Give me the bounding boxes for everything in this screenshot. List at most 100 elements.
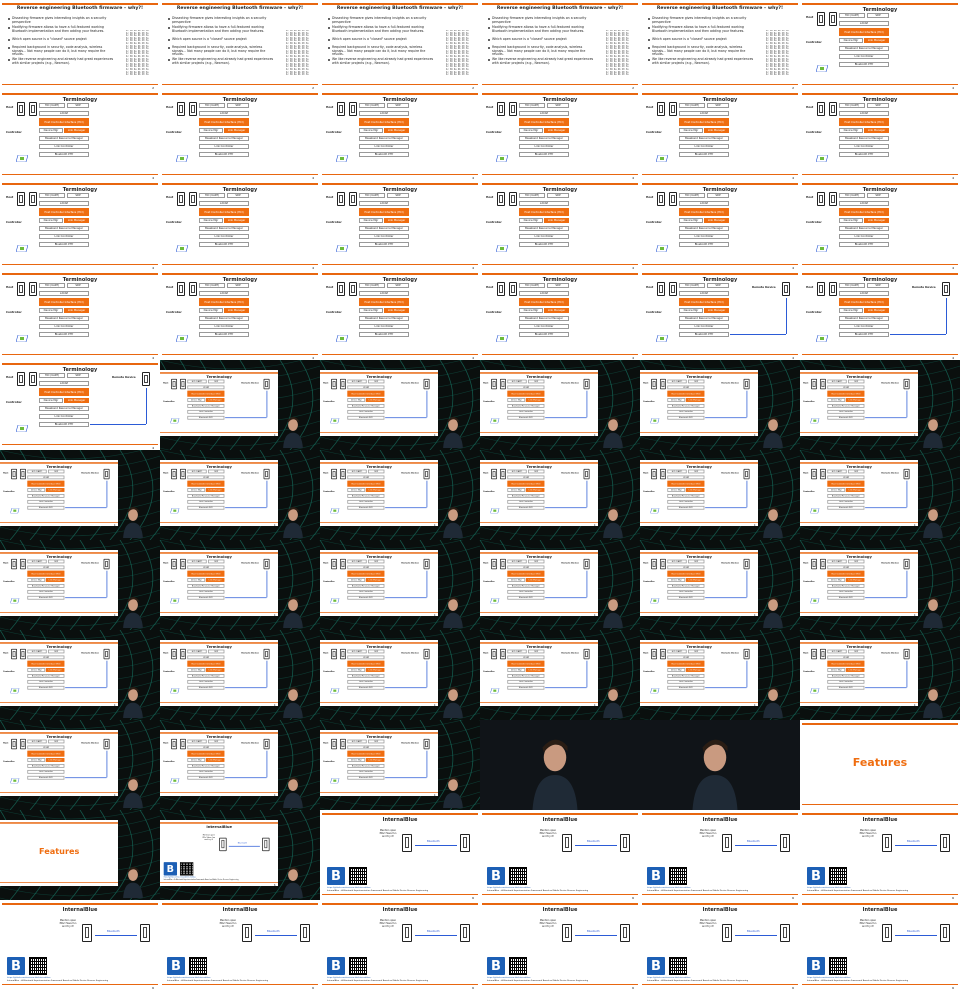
footnote-link[interactable]: https://github.com/seemoo-lab/internalbl… (487, 887, 531, 889)
stack-layer-link-mgr: Link Manager (64, 308, 89, 313)
footer-bar (320, 792, 438, 793)
host-phone-icon (819, 378, 826, 390)
footnote-link[interactable]: https://github.com/seemoo-lab/internalbl… (647, 887, 691, 889)
footnote-link[interactable]: https://github.com/seemoo-lab/internalbl… (327, 977, 371, 979)
video-frame-thumbnail[interactable]: Reverse engineering Bluetooth firmware –… (160, 0, 320, 90)
controller-chip-icon (170, 592, 180, 604)
footnote-link[interactable]: https://github.com/seemoo-lab/internalbl… (327, 887, 371, 889)
host-phone-icon (882, 924, 892, 942)
video-frame-thumbnail[interactable]: Features (0, 810, 160, 900)
stack-layer-l2cap: L2CAP (347, 475, 385, 480)
remote-device-label: Remote Device (561, 471, 579, 475)
host-label: Host (322, 741, 329, 745)
host-phone-icon (659, 648, 666, 660)
footnote-link[interactable]: https://github.com/seemoo-lab/internalbl… (647, 977, 691, 979)
stack-layer-link-ctrl: Link Controller (679, 324, 729, 329)
video-frame-thumbnail[interactable]: Reverse engineering Bluetooth firmware –… (0, 0, 160, 90)
footnote-link[interactable]: https://github.com/seemoo-lab/internalbl… (807, 887, 851, 889)
footnote-link[interactable]: https://github.com/seemoo-lab/internalbl… (7, 977, 51, 979)
stack-layer-sdp: SDP (707, 193, 729, 198)
footnote-link[interactable]: https://github.com/seemoo-lab/internalbl… (807, 977, 851, 979)
video-frame-thumbnail[interactable] (640, 720, 800, 810)
stack-layer-host-ctrl: Host Controller Interface (HCI) (827, 570, 865, 577)
video-frame-thumbnail[interactable]: Reverse engineering Bluetooth firmware –… (480, 0, 640, 90)
footnote-link[interactable]: https://github.com/seemoo-lab/internalbl… (163, 876, 196, 879)
stack-layer-baseband: Baseband Resource Manager (27, 764, 65, 768)
remote-phone-icon (780, 924, 790, 942)
stack-layer-baseband: Baseband Resource Manager (507, 494, 545, 498)
video-frame-thumbnail[interactable]: Reverse engineering Bluetooth firmware –… (640, 0, 800, 90)
bluetooth-link (735, 935, 777, 936)
stack-layer-device-mgr: Device Mgr (187, 578, 206, 582)
title-bar (800, 642, 918, 644)
video-frame-thumbnail[interactable] (480, 720, 640, 810)
video-frame-thumbnail[interactable]: Features (800, 720, 960, 810)
footnote-link[interactable]: https://github.com/seemoo-lab/internalbl… (167, 977, 211, 979)
stack-layer-host-ctrl: Host Controller Interface (HCI) (199, 298, 249, 306)
footnote-link[interactable]: https://github.com/seemoo-lab/internalbl… (487, 977, 531, 979)
remote-device-label: Remote Device (241, 381, 259, 385)
stack-layer-link-ctrl: Link Controller (187, 769, 225, 774)
video-frame-thumbnail[interactable]: Reverse engineering Bluetooth firmware –… (320, 0, 480, 90)
stack-layer-hci-uart: HCI (UART) (679, 193, 705, 198)
